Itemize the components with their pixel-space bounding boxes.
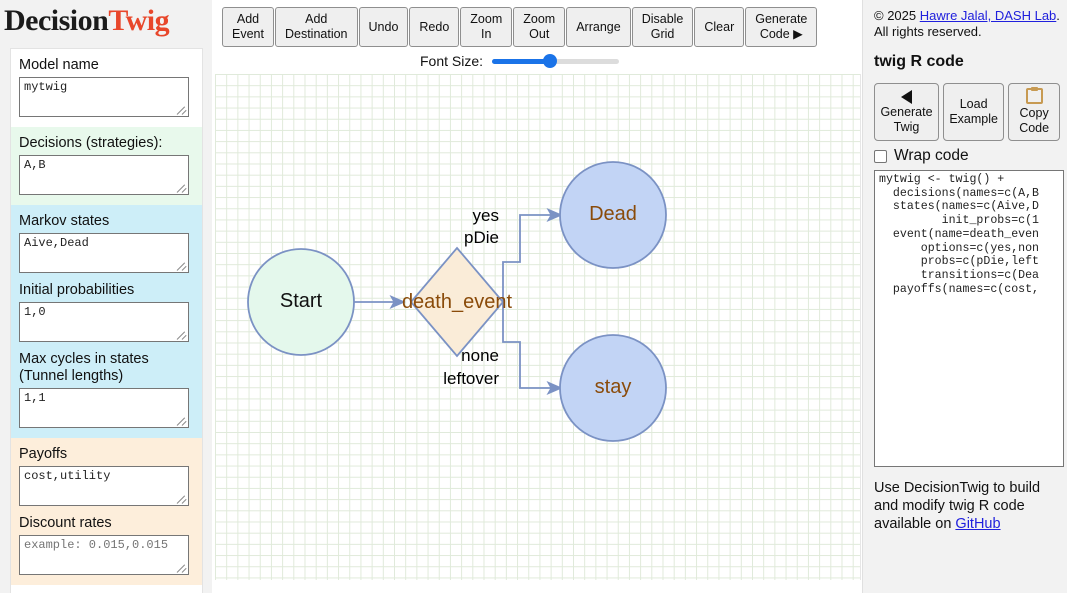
load-example-button[interactable]: Load Example [943, 83, 1005, 141]
markov-states-input[interactable] [19, 233, 189, 273]
decisions-input[interactable] [19, 155, 189, 195]
sidebar-section-model: Model name [11, 49, 202, 127]
diagram-svg [247, 161, 667, 442]
font-size-label: Font Size: [420, 53, 484, 69]
node-start[interactable] [247, 248, 355, 356]
footer-description: Use DecisionTwig to build and modify twi… [874, 479, 1062, 533]
generate-twig-label: Generate Twig [880, 104, 933, 134]
edge-death-event-to-dead [502, 207, 563, 302]
markov-states-wrap [19, 233, 189, 273]
initial-probabilities-wrap [19, 302, 189, 342]
arrange-button[interactable]: Arrange [566, 7, 631, 47]
model-name-input[interactable] [19, 77, 189, 117]
right-panel-title: twig R code [874, 53, 964, 70]
slider-fill [492, 59, 550, 64]
load-example-label: Load Example [949, 97, 998, 126]
node-death-event[interactable] [409, 246, 505, 358]
right-panel: © 2025 Hawre Jalal, DASH Lab. All rights… [862, 0, 1067, 593]
font-size-slider[interactable] [492, 54, 620, 68]
wrap-code-label: Wrap code [894, 147, 969, 164]
left-column: DecisionTwig Model name Decisions (strat… [0, 0, 212, 593]
decisions-wrap [19, 155, 189, 195]
copyright-suffix: . All rights reserved. [874, 8, 1060, 39]
add-destination-button[interactable]: Add Destination [274, 7, 358, 47]
sidebar-section-payoffs: Payoffs Discount rates [11, 438, 202, 585]
logo-twig-text: Twig [108, 4, 170, 37]
clear-button[interactable]: Clear [694, 7, 745, 47]
sidebar-section-decisions: Decisions (strategies): [11, 127, 202, 205]
logo-decision-text: Decision [4, 4, 109, 37]
app-logo: DecisionTwig [4, 2, 209, 40]
model-name-label: Model name [19, 57, 99, 73]
undo-button[interactable]: Undo [358, 7, 409, 47]
max-cycles-wrap [19, 388, 189, 428]
model-settings-sidebar: Model name Decisions (strategies): Marko… [10, 48, 203, 593]
model-name-wrap [19, 77, 189, 117]
payoffs-input[interactable] [19, 466, 189, 506]
generate-code-button[interactable]: Generate Code ▶ [745, 7, 818, 47]
node-dead[interactable] [559, 161, 667, 269]
discount-rates-input[interactable] [19, 535, 189, 575]
triangle-left-icon [901, 89, 912, 104]
add-event-button[interactable]: Add Event [222, 7, 274, 47]
main-toolbar: Add Event Add Destination Undo Redo Zoom… [222, 7, 818, 47]
slider-thumb[interactable] [542, 54, 557, 68]
initial-probabilities-input[interactable] [19, 302, 189, 342]
discount-rates-wrap [19, 535, 189, 575]
payoffs-wrap [19, 466, 189, 506]
node-stay[interactable] [559, 334, 667, 442]
github-link[interactable]: GitHub [955, 516, 1001, 532]
copyright-prefix: © 2025 [874, 8, 920, 23]
payoffs-label: Payoffs [19, 446, 68, 462]
copy-code-button[interactable]: Copy Code [1008, 83, 1061, 141]
panel-divider [862, 0, 863, 593]
initial-probabilities-label: Initial probabilities [19, 282, 135, 298]
generate-twig-button[interactable]: Generate Twig [874, 83, 940, 141]
markov-states-label: Markov states [19, 213, 110, 229]
copyright-notice: © 2025 Hawre Jalal, DASH Lab. All rights… [874, 8, 1060, 40]
max-cycles-label: Max cycles in states (Tunnel lengths) [19, 351, 149, 384]
wrap-code-checkbox[interactable] [874, 149, 887, 163]
clipboard-icon [1025, 87, 1043, 104]
decisions-label: Decisions (strategies): [19, 135, 163, 151]
copyright-link[interactable]: Hawre Jalal, DASH Lab [919, 8, 1057, 23]
footer-text: Use DecisionTwig to build and modify twi… [874, 480, 1041, 532]
zoom-in-button[interactable]: Zoom In [460, 7, 513, 47]
diagram-canvas[interactable]: Start death_event Dead stay yes pDie non… [215, 74, 861, 580]
max-cycles-input[interactable] [19, 388, 189, 428]
font-size-control: Font Size: [420, 53, 620, 69]
zoom-out-button[interactable]: Zoom Out [513, 7, 566, 47]
discount-rates-label: Discount rates [19, 515, 112, 531]
edge-death-event-to-stay [502, 302, 563, 396]
sidebar-section-markov: Markov states Initial probabilities Max … [11, 205, 202, 438]
disable-grid-button[interactable]: Disable Grid [631, 7, 694, 47]
redo-button[interactable]: Redo [409, 7, 460, 47]
wrap-code-row[interactable]: Wrap code [874, 147, 1060, 165]
copy-code-label: Copy Code [1019, 106, 1050, 135]
generated-code-textarea[interactable]: mytwig <- twig() + decisions(names=c(A,B… [874, 170, 1064, 467]
code-action-buttons: Generate Twig Load Example Copy Code [874, 83, 1061, 141]
